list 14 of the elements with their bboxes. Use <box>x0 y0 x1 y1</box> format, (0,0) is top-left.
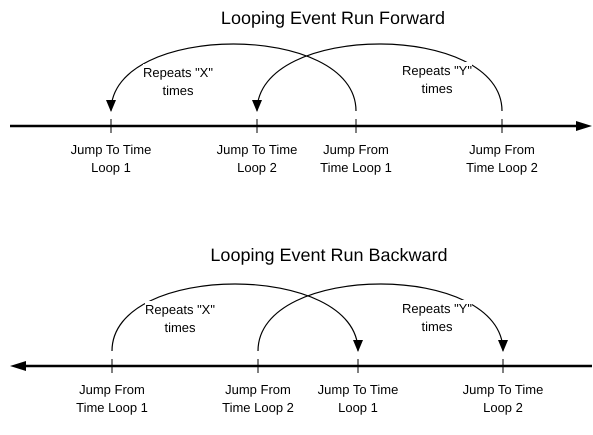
loop-arrow <box>254 44 503 112</box>
time-label: Jump To Time Loop 1 <box>316 381 400 417</box>
loop-arrow <box>257 284 506 352</box>
time-label: Jump From Time Loop 2 <box>221 381 295 417</box>
time-label: Jump From Time Loop 1 <box>319 141 393 177</box>
time-label: Jump From Time Loop 1 <box>75 381 149 417</box>
time-label: Jump From Time Loop 2 <box>465 141 539 177</box>
loop-arrow <box>108 44 357 112</box>
loop-arrow <box>111 284 360 352</box>
heading: Looping Event Run Backward <box>210 245 448 266</box>
heading: Looping Event Run Forward <box>220 8 446 29</box>
time-label: Jump To Time Loop 2 <box>216 141 298 177</box>
time-label: Jump To Time Loop 1 <box>70 141 152 177</box>
time-label: Jump To Time Loop 2 <box>462 381 544 417</box>
